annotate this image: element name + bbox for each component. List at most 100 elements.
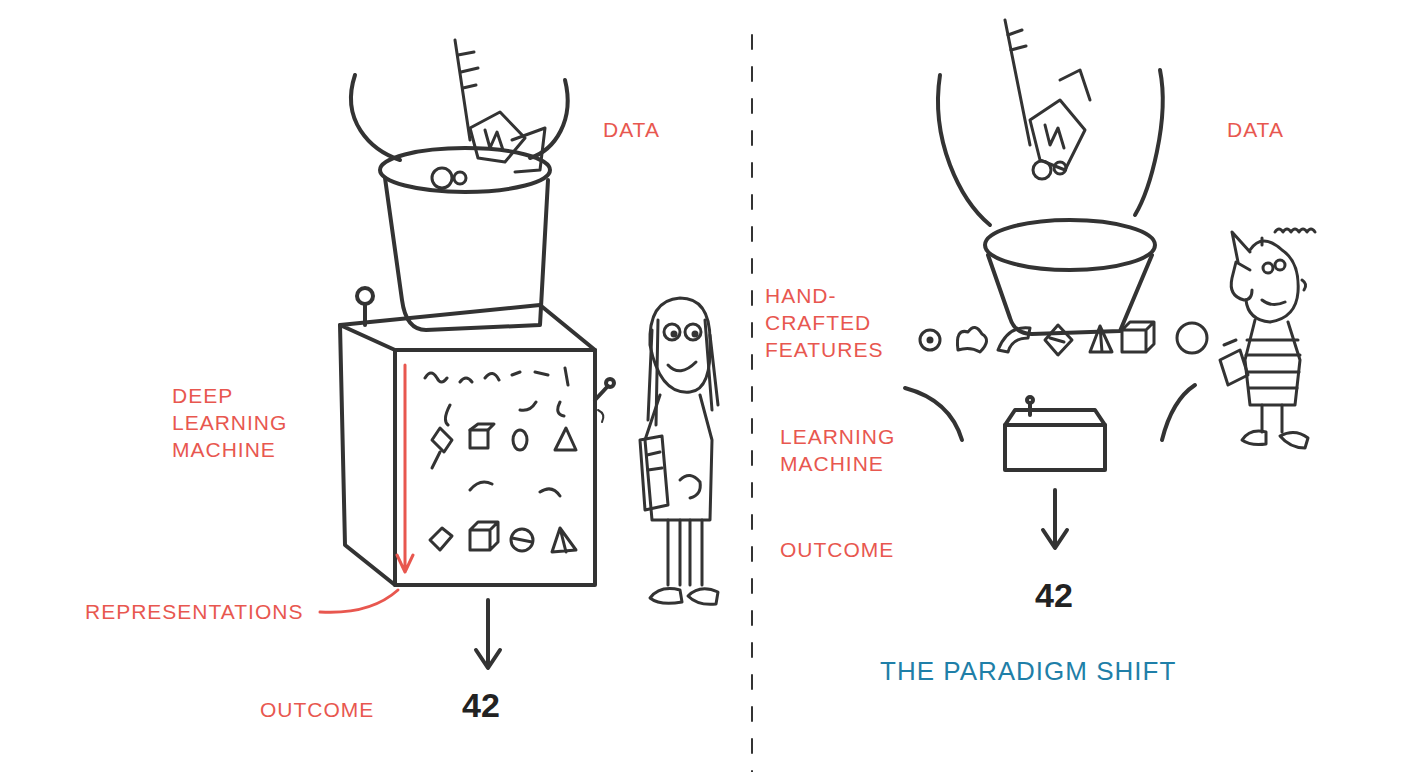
sketch-stroke [1280,432,1308,448]
sketch-stroke [1262,405,1282,432]
sketch-stroke [1090,326,1112,352]
sketch-stroke [486,600,490,665]
sketch-stroke [1245,320,1300,405]
sketch-stroke [1033,161,1051,179]
sketch-stroke [920,330,940,350]
sketch-stroke [1220,340,1248,385]
data-items [1005,20,1090,179]
sketch-stroke [1231,262,1252,300]
sketch-stroke [340,325,395,585]
outcome-label: OUTCOME [780,536,894,563]
sketch-stroke [530,80,568,158]
sketch-stroke [340,305,595,350]
sketch-stroke [1045,125,1064,148]
sketch-stroke [351,75,400,160]
sketch-stroke [1302,280,1306,290]
data-label: DATA [1227,116,1284,143]
sketch-stroke [648,320,718,425]
sketch-stroke [555,428,576,450]
sketch-stroke [397,365,413,572]
sketch-stroke [606,379,614,387]
outcome-arrow [1043,490,1067,548]
sketch-stroke [425,368,576,552]
sketch-stroke [340,288,614,585]
data-label: DATA [603,116,660,143]
sketch-stroke [470,482,560,496]
sketch-stroke [1060,70,1090,100]
sketch-stroke [680,475,700,498]
outcome-number: 42 [462,685,500,725]
machine-label: LEARNING MACHINE [780,423,930,477]
sketch-stroke [672,332,676,336]
sketch-stroke [511,529,533,551]
sketch-stroke [1028,404,1032,415]
outcome-number: 42 [1035,575,1073,615]
outcome-label: OUTCOME [260,696,374,723]
representations-label: REPRESENTATIONS [85,598,303,625]
machine-box: LEARNING MACHINE [775,395,1110,480]
sketch-stroke [470,424,494,430]
sketch-stroke [647,452,662,470]
leader-line [320,590,398,612]
sketch-stroke [1262,300,1285,305]
machine-label: DEEP LEARNING MACHINE [172,382,322,463]
sketch-stroke [513,430,527,450]
sketch-stroke [432,168,452,188]
sketch-stroke [1246,340,1300,388]
sketch-stroke [957,327,986,352]
bracket-curve [1162,385,1195,440]
sketch-stroke [476,650,500,668]
sketch-stroke [470,430,488,448]
sketch-stroke [988,255,1152,334]
sketch-stroke [1232,232,1262,262]
sketch-stroke [938,75,990,225]
sketch-stroke [688,589,718,605]
data-funnel [351,75,568,330]
sketch-stroke [598,410,603,422]
sketch-stroke [1242,431,1266,445]
sketch-stroke [985,220,1155,270]
sketch-stroke [1030,100,1085,170]
sketch-stroke [512,128,545,172]
divider-line [751,35,753,772]
sketch-stroke [1005,20,1030,145]
sketch-stroke [430,528,452,550]
sketch-stroke [640,436,668,510]
sketch-stroke [1045,325,1072,355]
sketch-stroke [1005,410,1105,425]
sketch-stroke [928,338,932,342]
sketch-stroke [1005,425,1105,470]
sketch-stroke [454,172,466,184]
machine-box: DEEP LEARNING MACHINE [165,282,617,590]
feature-shapes [920,322,1207,355]
features-label: HAND-CRAFTED FEATURES [765,282,890,363]
sketch-stroke [1054,162,1066,174]
sketch-stroke [512,538,532,542]
sketch-stroke [693,332,697,336]
sketch-stroke [1122,322,1154,352]
sketch-stroke [485,130,503,150]
sketch-stroke [357,288,373,304]
sketch-stroke [668,520,702,585]
sketch-stroke [1135,70,1163,215]
sketch-stroke [552,528,576,552]
sketch-stroke [445,402,564,425]
sketch-stroke [1275,260,1285,270]
sketch-stroke [1005,397,1105,470]
sketch-stroke [998,328,1030,352]
sketch-stroke [650,589,682,604]
sketch-stroke [685,324,701,340]
machine-outline [165,282,617,590]
sketch-stroke [425,368,568,385]
sketch-stroke [1027,397,1033,403]
sketch-stroke [1043,530,1067,548]
data-items [432,40,545,188]
sketch-stroke [458,52,478,88]
sketch-stroke [1246,241,1298,322]
person-figure [640,298,718,604]
diagram-title: THE PARADIGM SHIFT [880,655,1176,687]
sketch-stroke [395,350,595,585]
person-figure [1220,229,1315,448]
sketch-stroke [470,522,498,550]
sketch-stroke [595,386,608,400]
